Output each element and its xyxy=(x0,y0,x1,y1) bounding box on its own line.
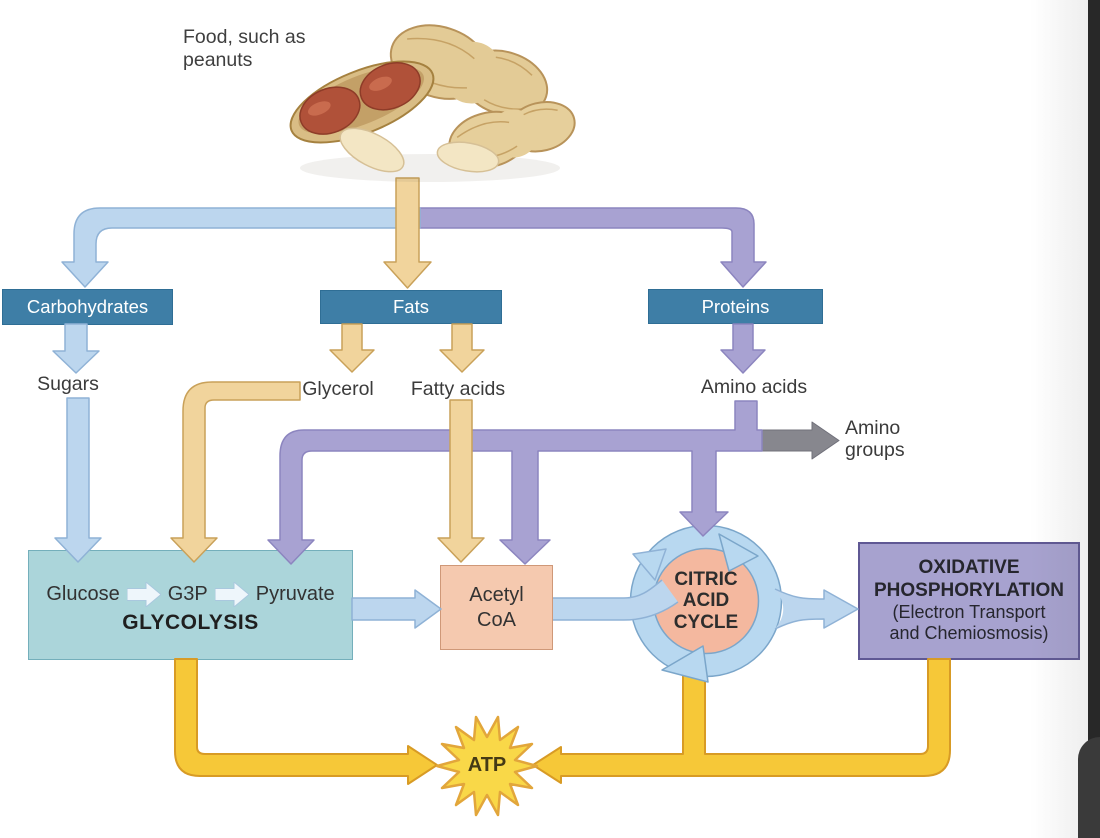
arrow-carbohydrates-to-sugars xyxy=(52,323,100,374)
arrow-fats-to-glycerol xyxy=(329,323,375,373)
fat-pathway-arrows xyxy=(170,177,485,563)
ring-arrowhead-bottom-icon xyxy=(661,645,709,683)
oxphos-line4: and Chemiosmosis) xyxy=(889,623,1049,644)
glycolysis-step-g3p: G3P xyxy=(167,583,208,605)
citric-line1: CITRIC xyxy=(674,569,738,591)
arrow-food-to-carbohydrates xyxy=(61,207,421,288)
glycolysis-title: GLYCOLYSIS xyxy=(122,611,259,634)
fats-box: Fats xyxy=(320,290,502,324)
arrow-glycerol-to-glycolysis xyxy=(170,381,301,563)
arrow-proteins-to-amino-acids xyxy=(720,323,766,374)
food-label: Food, such as peanuts xyxy=(183,26,306,71)
arrow-food-to-fats xyxy=(383,177,432,289)
amino-groups-line2: groups xyxy=(845,439,905,462)
sugars-label: Sugars xyxy=(37,373,99,395)
proteins-box: Proteins xyxy=(648,289,823,324)
glycolysis-step-glucose: Glucose xyxy=(46,583,120,605)
arrow-fats-to-fatty-acids xyxy=(439,323,485,373)
amino-groups-line1: Amino xyxy=(845,417,901,439)
ring-arrowhead-top-icon xyxy=(718,533,759,572)
arrow-cycle-to-oxphos xyxy=(775,589,858,629)
peanuts-image xyxy=(289,24,576,182)
carbohydrates-box: Carbohydrates xyxy=(2,289,173,325)
citric-line2: ACID xyxy=(682,590,730,612)
arrow-sugars-to-glycolysis xyxy=(54,397,102,563)
arrow-fatty-acids-to-acetyl xyxy=(437,399,485,563)
white-step-arrow-icon xyxy=(214,582,249,607)
cycle-entry-arrowhead-icon xyxy=(632,548,667,581)
acetyl-coa-box: Acetyl CoA xyxy=(440,565,553,650)
proteins-box-label: Proteins xyxy=(701,295,770,317)
fatty-acids-label: Fatty acids xyxy=(410,378,506,400)
citric-line3: CYCLE xyxy=(673,611,739,633)
carbohydrates-box-label: Carbohydrates xyxy=(26,296,149,317)
acetyl-coa-line1: Acetyl xyxy=(469,583,524,606)
amino-acids-label: Amino acids xyxy=(700,376,808,398)
atp-label: ATP xyxy=(467,754,507,777)
arrow-cycle-oxphos-to-atp xyxy=(532,658,951,784)
carbohydrate-pathway-arrows xyxy=(52,207,859,630)
viewer-frame-strip xyxy=(1088,0,1100,838)
viewer-corner-panel xyxy=(1078,737,1100,838)
acetyl-coa-line2: CoA xyxy=(477,608,516,631)
glycerol-label: Glycerol xyxy=(302,378,374,400)
protein-pathway-arrows xyxy=(267,207,767,565)
oxphos-line2: PHOSPHORYLATION xyxy=(873,579,1064,601)
arrow-food-to-proteins xyxy=(404,207,767,288)
citric-acid-cycle-label: CITRIC ACID CYCLE xyxy=(674,569,738,633)
glycolysis-step-pyruvate: Pyruvate xyxy=(255,583,335,605)
arrow-acetyl-to-cycle xyxy=(553,580,678,620)
oxphos-line3: (Electron Transport xyxy=(892,602,1046,623)
oxidative-phosphorylation-box: OXIDATIVE PHOSPHORYLATION (Electron Tran… xyxy=(858,542,1080,660)
atp-starburst xyxy=(435,715,539,817)
arrow-glycolysis-to-atp xyxy=(174,658,438,785)
arrow-amino-acids-network xyxy=(267,400,763,565)
fats-box-label: Fats xyxy=(393,296,429,317)
glycolysis-steps-row: Glucose G3P Pyruvate xyxy=(46,582,335,607)
white-step-arrow-icon xyxy=(126,582,161,607)
oxphos-line1: OXIDATIVE xyxy=(918,557,1020,579)
amino-groups-label: Amino groups xyxy=(845,417,905,462)
arrow-pyruvate-to-acetyl xyxy=(351,589,442,629)
